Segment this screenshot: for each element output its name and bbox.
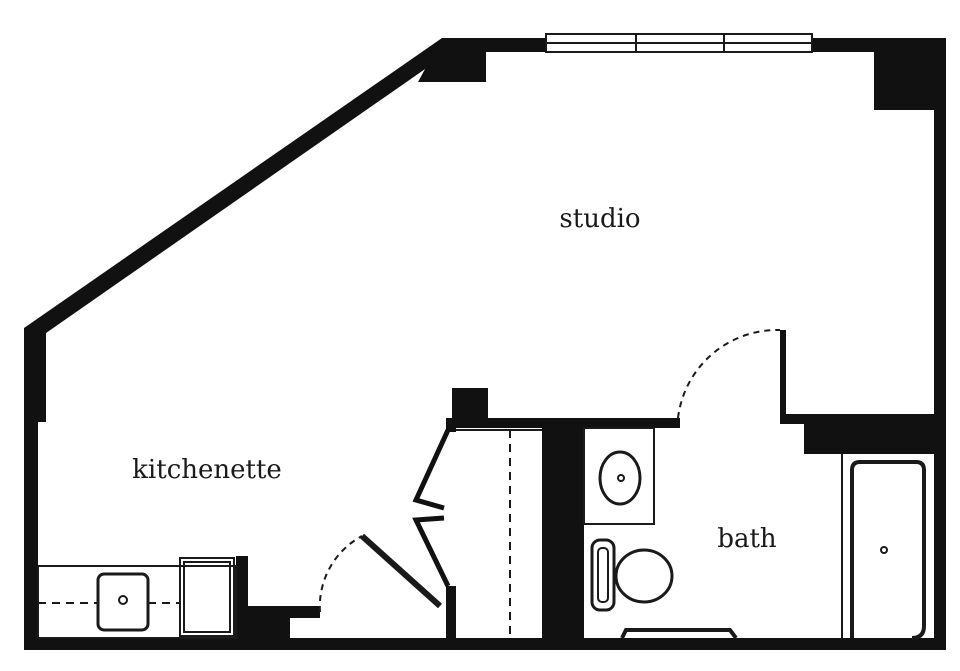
right-wall <box>934 38 946 648</box>
closet <box>456 429 542 638</box>
bath-divider-wall <box>542 418 584 648</box>
top-right-column <box>874 38 934 110</box>
room-label-studio: studio <box>559 204 640 234</box>
bath-floor-fixture <box>620 628 738 640</box>
kitchen-sink <box>96 572 150 632</box>
refrigerator <box>179 557 235 637</box>
bottom-wall <box>24 638 946 650</box>
bathtub <box>841 454 926 640</box>
bath-top-column <box>452 388 488 428</box>
kitchen-door <box>318 533 443 613</box>
left-pier <box>24 328 46 422</box>
closet-bottom-jamb <box>446 586 456 648</box>
closet-left-jamb <box>446 418 456 432</box>
bath-door <box>677 328 781 419</box>
kitchen-counter <box>37 565 237 639</box>
room-label-bath: bath <box>717 524 777 554</box>
tub-top-wall <box>804 424 946 454</box>
bath-vanity <box>583 427 655 525</box>
bath-sink <box>598 450 642 506</box>
window <box>545 33 813 53</box>
top-left-pier <box>418 38 486 82</box>
toilet <box>590 538 674 612</box>
walls <box>24 38 946 650</box>
closet-bifold-door <box>412 428 451 588</box>
room-label-kitchenette: kitchenette <box>132 455 282 485</box>
bath-door-wall <box>780 330 786 418</box>
bath-right-top-wall <box>780 414 946 424</box>
kitchen-door-base <box>236 606 290 648</box>
diagonal-wall <box>24 38 461 340</box>
